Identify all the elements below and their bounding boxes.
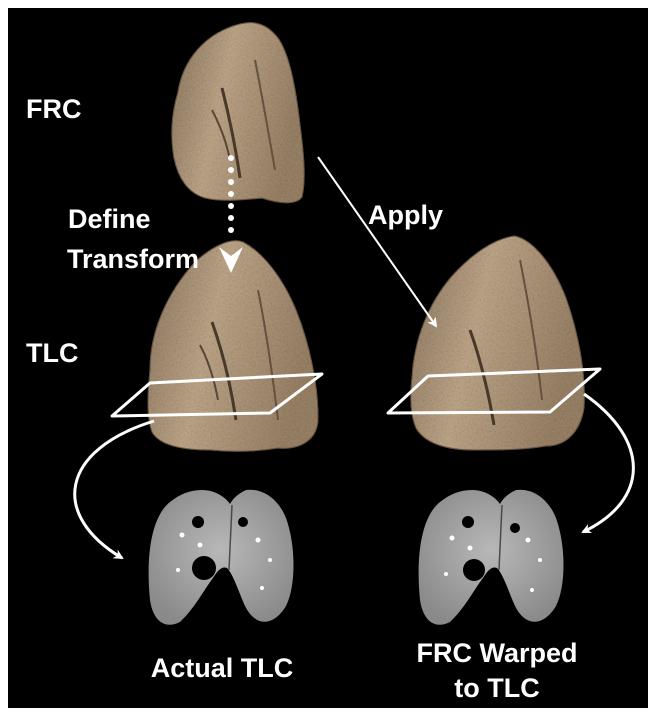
- label-tlc: TLC: [26, 338, 78, 368]
- label-transform: Transform: [67, 244, 199, 274]
- label-frc: FRC: [26, 94, 82, 124]
- label-warped-line2: to TLC: [454, 673, 539, 703]
- label-define: Define: [68, 204, 151, 234]
- label-actual-tlc: Actual TLC: [151, 653, 294, 683]
- label-warped-line1: FRC Warped: [417, 638, 578, 668]
- label-apply: Apply: [368, 200, 443, 230]
